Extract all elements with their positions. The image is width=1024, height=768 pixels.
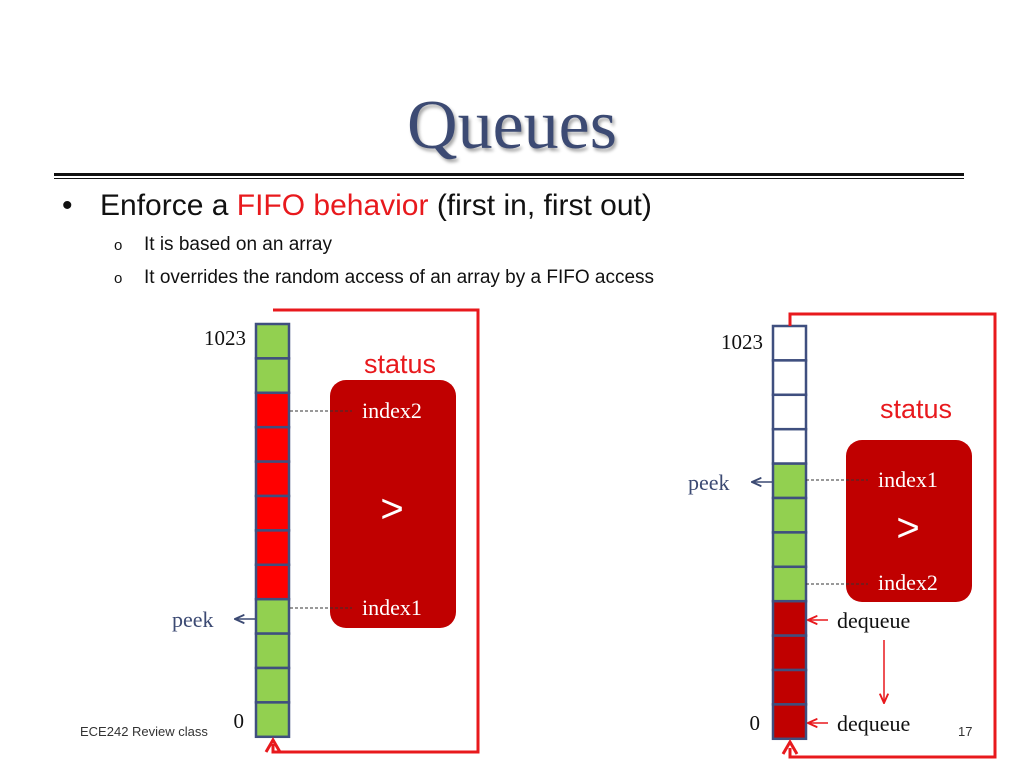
left-array-cell-1 bbox=[254, 666, 291, 704]
left-array-cell-10 bbox=[254, 357, 291, 395]
right-wraparound-arrow bbox=[788, 312, 997, 759]
right-peek-label: peek bbox=[688, 470, 730, 495]
bullet-highlight: FIFO behavior bbox=[236, 189, 429, 222]
left-array-cell-8 bbox=[254, 425, 291, 463]
bullet-suffix: (first in, first out) bbox=[428, 189, 652, 222]
left-wraparound-arrow bbox=[271, 308, 480, 754]
left-array bbox=[254, 322, 291, 739]
sub-bullet-2: o It overrides the random access of an ar… bbox=[114, 265, 654, 292]
left-index-top: index2 bbox=[362, 398, 422, 423]
left-status-label: status bbox=[364, 349, 436, 379]
right-array-cell-5 bbox=[771, 531, 808, 569]
right-dequeue-bottom-label: dequeue bbox=[837, 711, 910, 736]
bullet-dot-icon: • bbox=[62, 189, 73, 222]
footer-text: ECE242 Review class bbox=[80, 724, 208, 739]
title-divider-thin bbox=[54, 178, 964, 179]
sub-bullet-text: It is based on an array bbox=[144, 234, 332, 255]
right-array-cell-8 bbox=[771, 427, 808, 465]
left-array-cell-0 bbox=[254, 701, 291, 739]
right-comparison: > bbox=[896, 506, 919, 550]
left-comparison: > bbox=[380, 487, 403, 531]
left-label-bottom: 0 bbox=[234, 709, 245, 733]
right-array-cell-11 bbox=[771, 324, 808, 362]
sub-bullet-1: o It is based on an array bbox=[114, 232, 332, 259]
left-array-cell-9 bbox=[254, 391, 291, 429]
left-array-cell-6 bbox=[254, 494, 291, 532]
right-label-bottom: 0 bbox=[750, 711, 761, 735]
right-index-bottom: index2 bbox=[878, 570, 938, 595]
sub-bullet-text: It overrides the random access of an arr… bbox=[144, 267, 655, 288]
right-array-cell-9 bbox=[771, 393, 808, 431]
right-array-cell-10 bbox=[771, 359, 808, 397]
right-array-cell-3 bbox=[771, 599, 808, 637]
right-index-top: index1 bbox=[878, 467, 938, 492]
right-array-cell-4 bbox=[771, 565, 808, 603]
left-array-cell-2 bbox=[254, 632, 291, 670]
bullet-prefix: Enforce a bbox=[100, 189, 237, 222]
left-wraparound-arrowhead bbox=[264, 737, 282, 753]
left-array-cell-7 bbox=[254, 460, 291, 498]
sub-bullet-marker-icon: o bbox=[114, 270, 123, 287]
left-status-box bbox=[330, 380, 456, 628]
right-array-cell-2 bbox=[771, 634, 808, 672]
left-peek-label: peek bbox=[172, 607, 214, 632]
right-dequeue-top-label: dequeue bbox=[837, 608, 910, 633]
right-status-box bbox=[846, 440, 972, 602]
left-array-cell-4 bbox=[254, 563, 291, 601]
left-array-cell-5 bbox=[254, 529, 291, 567]
left-array-cell-11 bbox=[254, 322, 291, 360]
left-queue-diagram: 1023 0 status index2 > index1 peek bbox=[172, 308, 480, 754]
sub-bullet-marker-icon: o bbox=[114, 237, 123, 254]
right-label-top: 1023 bbox=[721, 330, 763, 354]
slide-title: Queues bbox=[407, 87, 617, 164]
left-label-top: 1023 bbox=[204, 326, 246, 350]
main-bullet: • Enforce a FIFO behavior (first in, firs… bbox=[62, 186, 652, 226]
right-array bbox=[771, 324, 808, 741]
right-array-cell-0 bbox=[771, 703, 808, 741]
right-array-cell-6 bbox=[771, 496, 808, 534]
right-status-label: status bbox=[880, 394, 952, 424]
right-array-cell-7 bbox=[771, 462, 808, 500]
page-number: 17 bbox=[958, 724, 973, 739]
left-index-bottom: index1 bbox=[362, 595, 422, 620]
title-divider-thick bbox=[54, 173, 964, 176]
right-queue-diagram: 1023 0 status index1 > index2 peek deque… bbox=[688, 312, 997, 759]
right-array-cell-1 bbox=[771, 668, 808, 706]
left-array-cell-3 bbox=[254, 597, 291, 635]
right-wraparound-arrowhead bbox=[781, 739, 799, 755]
